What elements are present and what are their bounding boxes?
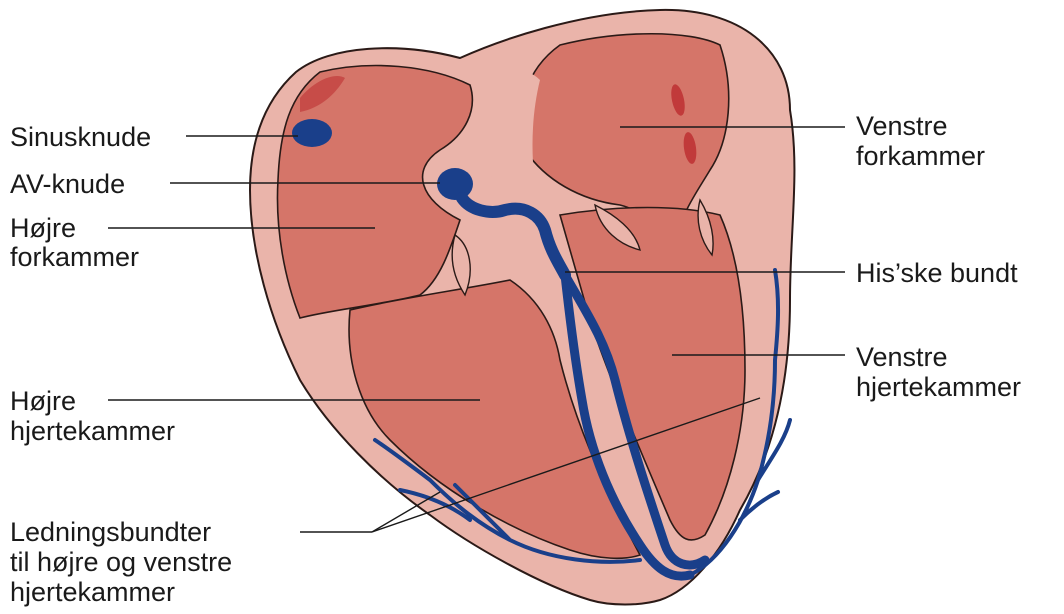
label-hojre-forkammer-line2: forkammer <box>10 242 139 272</box>
label-venstre-forkammer-line1: Venstre <box>856 111 948 141</box>
label-av-knude: AV-knude <box>10 169 125 199</box>
label-sinusknude: Sinusknude <box>10 122 151 152</box>
label-ledningsbundter-line1: Ledningsbundter <box>10 517 211 547</box>
label-ledningsbundter-line2: til højre og venstre <box>10 547 232 577</box>
label-hojre-forkammer-line1: Højre <box>10 213 76 243</box>
label-venstre-hjertekammer-line2: hjertekammer <box>856 372 1021 402</box>
label-venstre-forkammer-line2: forkammer <box>856 141 985 171</box>
label-ledningsbundter-line3: hjertekammer <box>10 577 175 607</box>
label-his-bundt: His’ske bundt <box>856 258 1018 288</box>
label-hojre-hjertekammer-line1: Højre <box>10 386 76 416</box>
label-hojre-hjertekammer-line2: hjertekammer <box>10 416 175 446</box>
sinus-node <box>292 119 332 147</box>
label-venstre-hjertekammer-line1: Venstre <box>856 342 948 372</box>
av-node <box>437 168 473 200</box>
